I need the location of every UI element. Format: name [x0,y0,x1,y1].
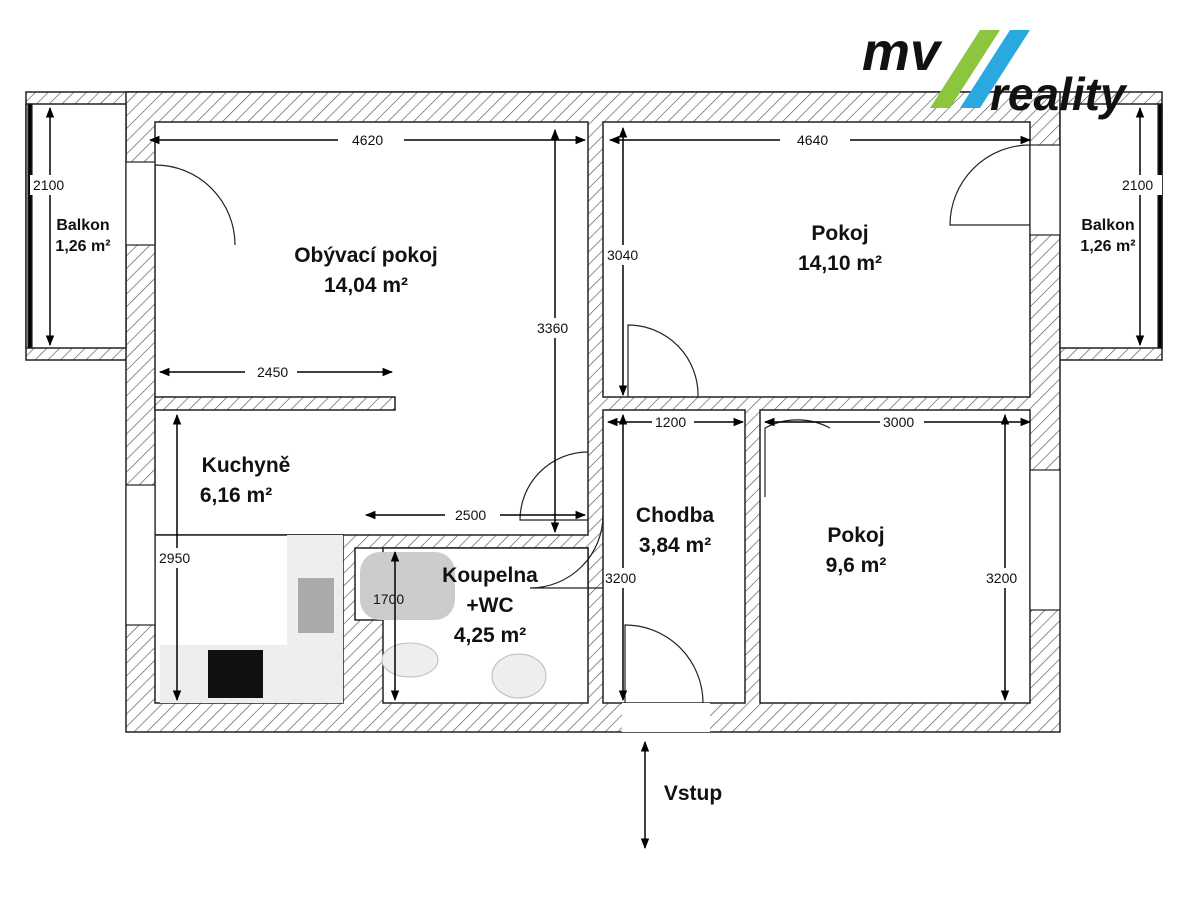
room-balcony-left-name: Balkon [56,217,109,234]
room-bath-wc: +WC [466,594,513,617]
dim-room2-height: 3200 [986,570,1017,586]
dim-balcony-right: 2100 [1122,177,1153,193]
room-bedroom1-name: Pokoj [811,222,868,245]
sink-icon [491,653,547,699]
dim-living-height: 3360 [537,320,568,336]
room-balcony-left-area: 1,26 m² [55,238,110,255]
room-bedroom2-area: 9,6 m² [826,554,887,577]
dim-kitchen-width: 2500 [455,507,486,523]
dim-kitchen-height: 2950 [159,550,190,566]
entry-label: Vstup [664,782,722,805]
logo: mv reality [862,22,1128,120]
cooktop-icon [208,650,263,698]
room-labels: Obývací pokoj 14,04 m² Pokoj 14,10 m² Ku… [55,217,1135,805]
bathtub-icon [360,552,455,620]
dim-hall-width: 1200 [655,414,686,430]
room-bath-name: Koupelna [442,564,538,587]
dim-room1-width: 4640 [797,132,828,148]
dim-bath-height: 1700 [373,591,404,607]
dim-living-width: 4620 [352,132,383,148]
toilet-icon [381,642,439,678]
logo-reality: reality [990,68,1128,120]
dim-hall-height: 3200 [605,570,636,586]
room-bath-area: 4,25 m² [454,624,526,647]
room-balcony-right-name: Balkon [1081,217,1134,234]
room-kitchen-name: Kuchyně [202,454,291,477]
windows-doors [27,103,1163,732]
room-living-area: 14,04 m² [324,274,408,297]
dim-living-lower: 2450 [257,364,288,380]
dimension-labels: 4620 4640 2450 2500 3360 3040 2100 2100 … [30,130,1162,607]
logo-mv: mv [862,22,943,82]
dim-room1-height: 3040 [607,247,638,263]
room-bedroom2-name: Pokoj [827,524,884,547]
room-bedroom1-area: 14,10 m² [798,252,882,275]
room-living-name: Obývací pokoj [294,244,438,267]
room-balcony-right-area: 1,26 m² [1080,238,1135,255]
room-hall-area: 3,84 m² [639,534,711,557]
room-hall-name: Chodba [636,504,714,527]
room-kitchen-area: 6,16 m² [200,484,272,507]
dim-room2-width: 3000 [883,414,914,430]
dim-balcony-left: 2100 [33,177,64,193]
